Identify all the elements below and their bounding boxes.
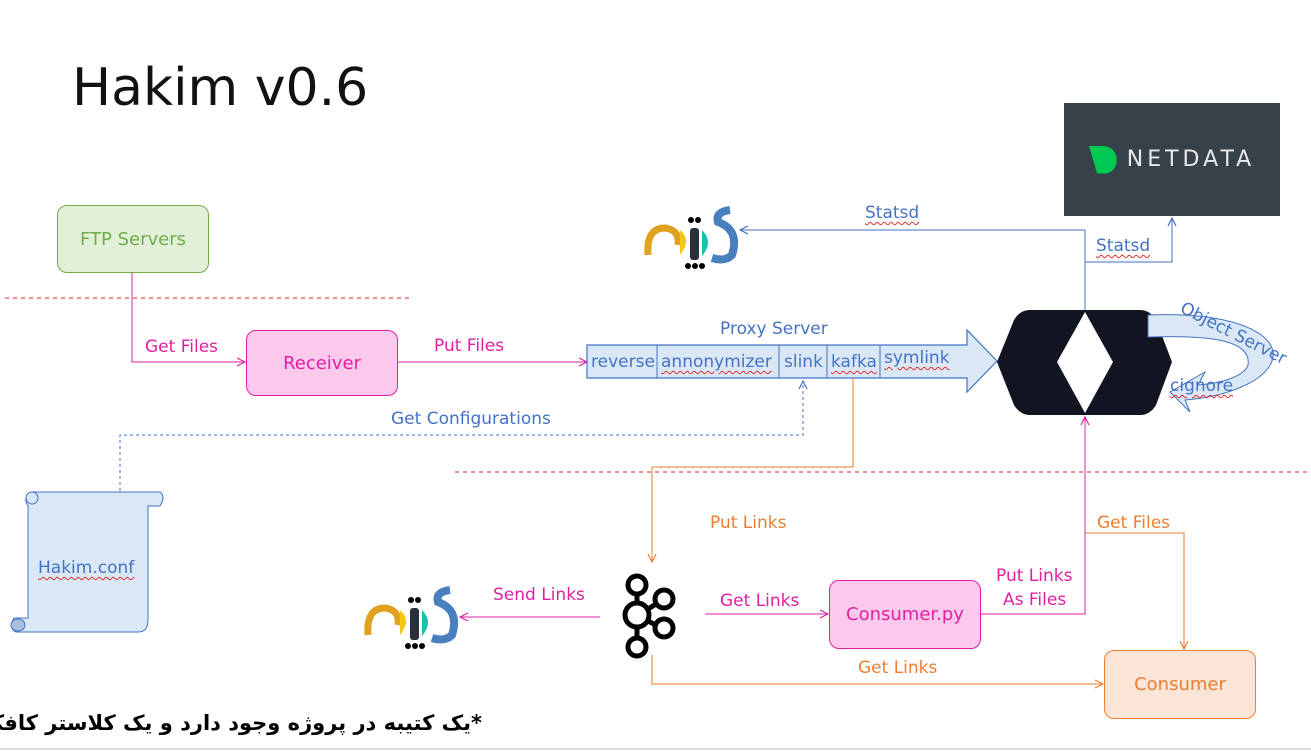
label-put-files: Put Files: [434, 336, 505, 356]
kafka-icon: [622, 573, 676, 659]
label-put-links-as-files-1: Put Links: [996, 566, 1073, 586]
edge-get-files-consumer: [1085, 532, 1184, 649]
proxy-server-arrow: [586, 328, 998, 394]
hakim-conf-label: Hakim.conf: [38, 558, 135, 578]
receiver-node: Receiver: [246, 330, 398, 396]
proxy-module-reverse: reverse: [591, 352, 655, 372]
proxy-module-annonymizer: annonymizer: [661, 352, 772, 372]
label-statsd-netdata: Statsd: [1096, 236, 1151, 256]
label-get-configurations: Get Configurations: [391, 409, 551, 429]
edge-get-configurations: [119, 381, 803, 575]
proxy-server-label: Proxy Server: [720, 319, 828, 339]
ftp-servers-node: FTP Servers: [57, 205, 209, 273]
object-server-diamond: [1057, 312, 1113, 413]
edge-statsd-katibeh: [740, 230, 1086, 310]
consumer-node: Consumer: [1104, 650, 1256, 719]
page-title: Hakim v0.6: [72, 58, 369, 118]
katibeh-logo-top: [640, 200, 740, 270]
label-statsd-katibeh: Statsd: [865, 203, 920, 223]
label-put-links: Put Links: [710, 513, 787, 533]
proxy-module-kafka: kafka: [831, 352, 877, 372]
proxy-module-slink: slink: [784, 352, 823, 372]
label-get-links-consumer-py: Get Links: [720, 591, 800, 611]
label-get-files-consumer: Get Files: [1097, 513, 1171, 533]
cignore-label: cignore: [1170, 376, 1234, 396]
consumer-py-node: Consumer.py: [829, 580, 981, 649]
edge-put-links-as-files: [980, 417, 1085, 615]
edge-get-files-ftp: [131, 272, 245, 362]
label-put-links-as-files-2: As Files: [1003, 590, 1067, 610]
label-get-links-consumer: Get Links: [858, 658, 938, 678]
object-server-loop-arrow: [1147, 314, 1274, 413]
edge-statsd-netdata: [1085, 218, 1172, 263]
edge-get-links-consumer: [651, 655, 1103, 684]
netdata-logo: NETDATA: [1064, 103, 1280, 216]
scroll-icon: [10, 491, 164, 633]
netdata-label: NETDATA: [1126, 147, 1256, 172]
proxy-module-symlink: symlink: [884, 348, 950, 368]
label-get-files-ftp: Get Files: [145, 337, 219, 357]
netdata-leaf-icon: [1088, 145, 1117, 174]
katibeh-logo-bottom: [360, 580, 460, 650]
label-send-links: Send Links: [493, 585, 585, 605]
edge-put-links: [652, 378, 854, 562]
footnote: *یک کتیبه در پروژه وجود دارد و یک کلاستر…: [0, 711, 482, 735]
